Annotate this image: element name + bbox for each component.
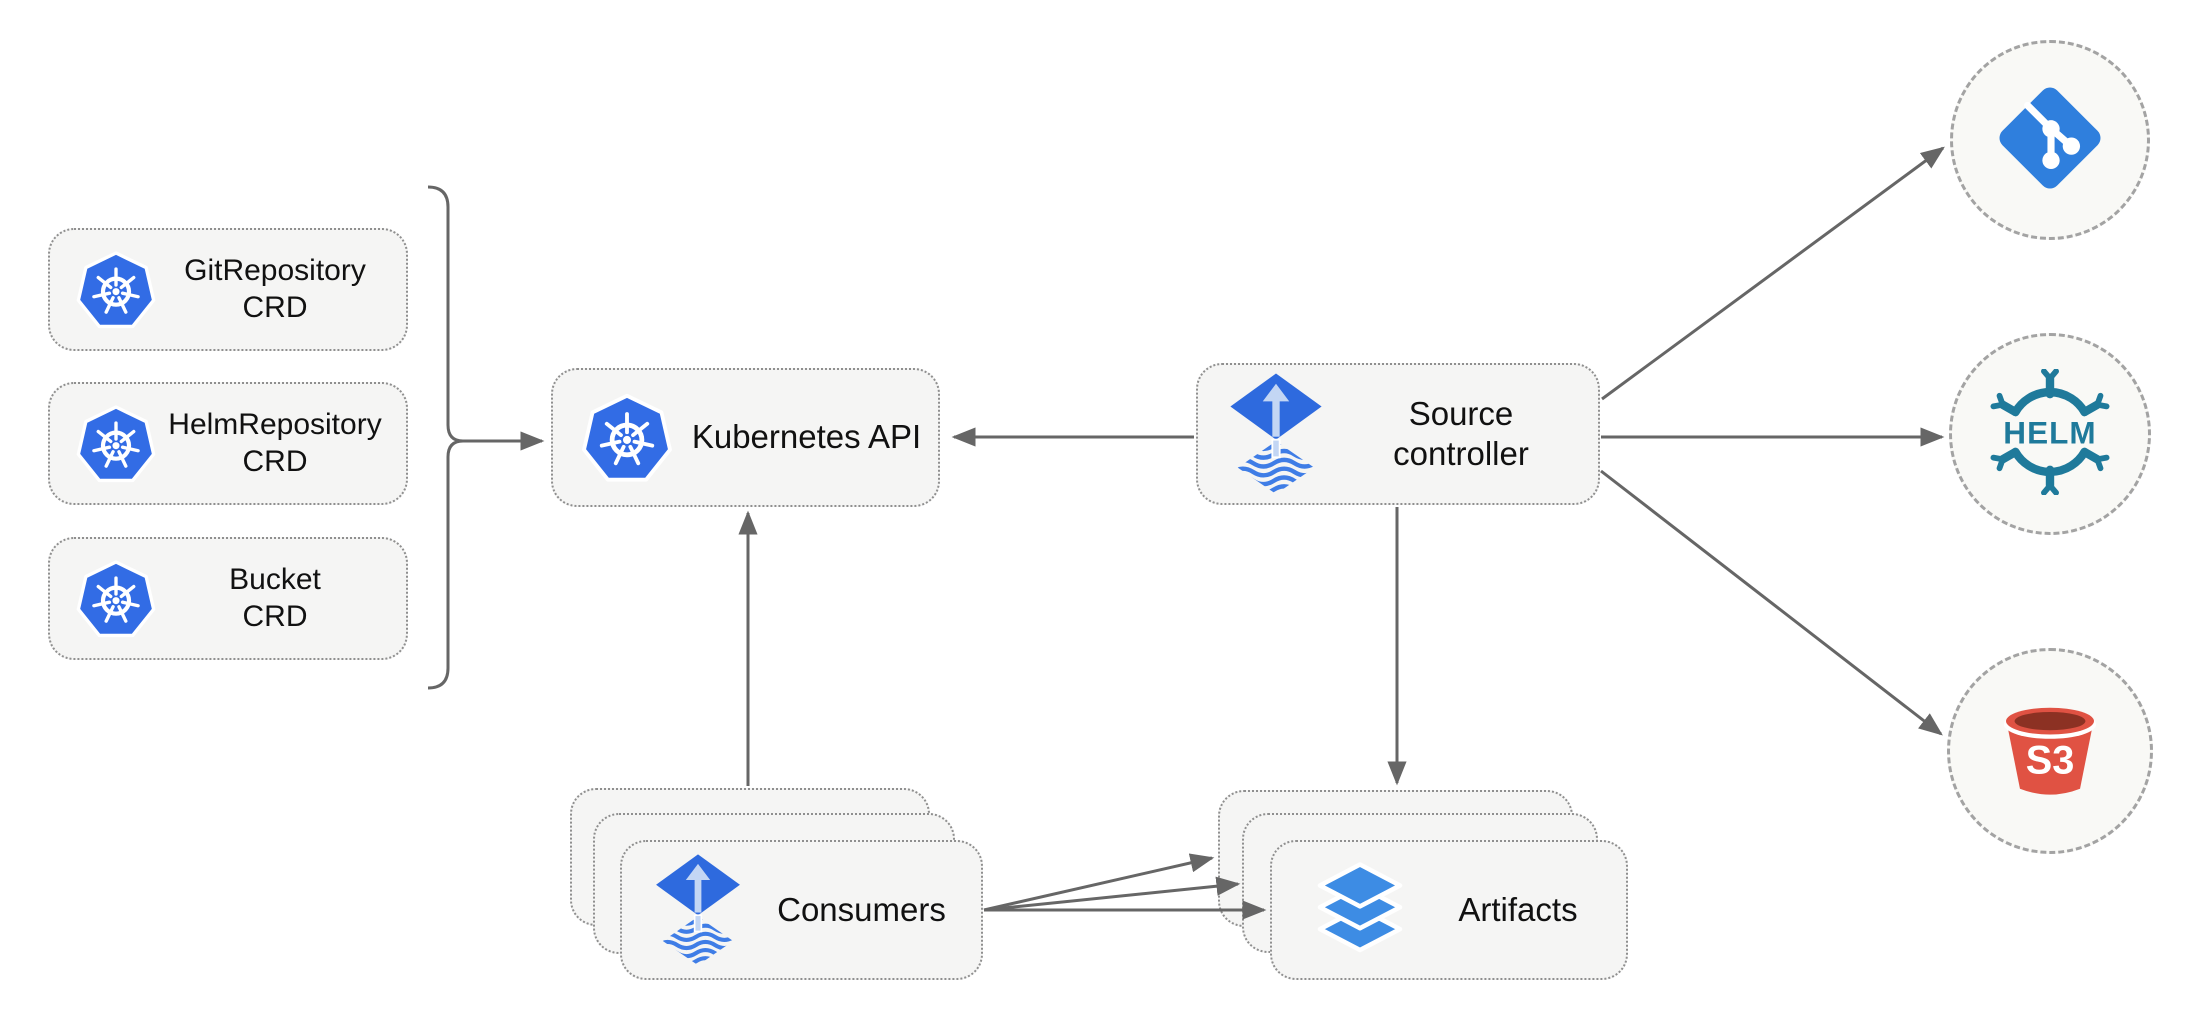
svg-text:S3: S3 [2026, 738, 2075, 782]
helm-endpoint: HELM [1949, 333, 2151, 535]
git-icon [1994, 82, 2106, 199]
node-label: HelmRepository CRD [168, 407, 382, 478]
svg-text:HELM: HELM [2003, 414, 2096, 450]
arrow-consumers-to-artifacts-2 [983, 876, 1241, 912]
layers-icon [1310, 860, 1410, 960]
node-bucket-crd: Bucket CRD [48, 537, 408, 660]
node-label: GitRepository CRD [184, 253, 366, 324]
node-label: Artifacts [1458, 890, 1578, 928]
kubernetes-icon [74, 248, 158, 332]
node-artifacts: Artifacts [1270, 840, 1628, 980]
node-label: Kubernetes API [691, 418, 922, 456]
arrow-source-controller-to-git [1601, 146, 1945, 401]
git-endpoint [1950, 40, 2150, 240]
node-kubernetes-api: Kubernetes API [551, 368, 940, 507]
flux-icon [1228, 372, 1324, 497]
node-gitrepository-crd: GitRepository CRD [48, 228, 408, 351]
kubernetes-icon [74, 557, 158, 641]
node-label: Bucket CRD [229, 562, 321, 633]
flux-icon [654, 853, 742, 968]
node-label: Source controller [1393, 394, 1529, 472]
s3-bucket-icon: S3 [1991, 690, 2109, 813]
kubernetes-icon [579, 390, 675, 486]
helm-icon: HELM [1987, 367, 2113, 500]
node-source-controller: Source controller [1196, 363, 1600, 505]
node-label: Consumers [777, 890, 946, 928]
node-helmrepository-crd: HelmRepository CRD [48, 382, 408, 505]
arrow-source-controller-to-s3 [1600, 469, 1943, 736]
crd-group-bracket [427, 185, 465, 690]
arrow-consumers-to-artifacts-1 [983, 853, 1215, 912]
kubernetes-icon [74, 402, 158, 486]
s3-endpoint: S3 [1947, 648, 2153, 854]
node-consumers: Consumers [620, 840, 983, 980]
